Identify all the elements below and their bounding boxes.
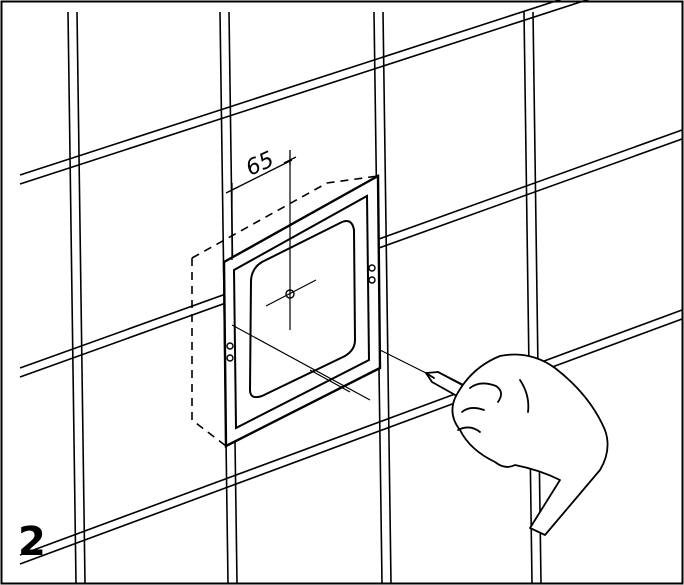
dimension-label: 65 [242,147,278,181]
tile-grout-vertical-4 [523,11,542,584]
frame-inner-plate [232,194,371,430]
frame-outer-plate [222,173,382,448]
mount-hole-left-1 [226,342,234,350]
mount-hole-right-2 [368,276,376,284]
tile-grout-vertical-1 [67,11,86,584]
tile-grout-horizontal-1 [19,0,590,185]
mount-hole-left-2 [226,354,234,362]
dimension-65 [225,150,297,260]
recessed-box-frame [191,173,382,448]
mount-hole-right-1 [368,264,376,272]
pencil-hand-icon [425,353,609,536]
frame-opening [248,220,357,399]
tile-grout-horizontal-3 [19,309,683,565]
hand [451,353,609,536]
step-number: 2 [18,519,46,565]
